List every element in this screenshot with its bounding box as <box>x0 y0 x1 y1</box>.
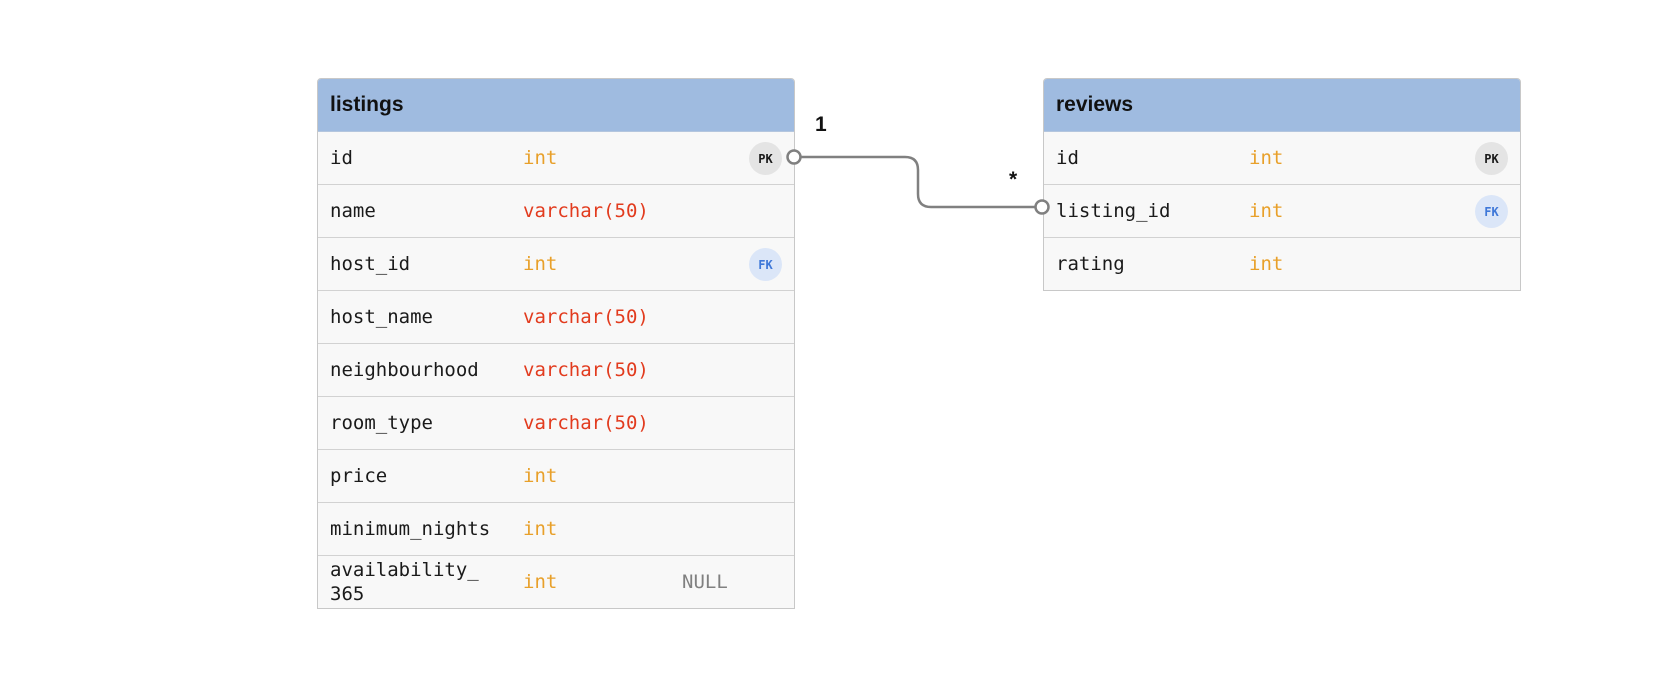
table-header-reviews: reviews <box>1044 79 1520 132</box>
column-row-price[interactable]: price int <box>318 450 794 503</box>
column-row-id[interactable]: id int PK <box>1044 132 1520 185</box>
column-row-host-id[interactable]: host_id int FK <box>318 238 794 291</box>
pk-badge-icon: PK <box>749 142 782 175</box>
table-header-listings: listings <box>318 79 794 132</box>
column-type: varchar(50) <box>523 306 649 328</box>
column-name: host_name <box>330 306 433 328</box>
column-type: int <box>1249 200 1284 222</box>
column-nullable: NULL <box>682 571 728 593</box>
cardinality-many-label: * <box>1009 168 1018 191</box>
column-row-room-type[interactable]: room_type varchar(50) <box>318 397 794 450</box>
column-type: varchar(50) <box>523 412 649 434</box>
column-type: int <box>523 253 558 275</box>
column-name: name <box>330 200 376 222</box>
column-type: varchar(50) <box>523 359 649 381</box>
column-name: host_id <box>330 253 411 275</box>
column-row-availability-365[interactable]: availability_ 365 int NULL <box>318 556 794 608</box>
column-type: int <box>523 465 558 487</box>
pk-badge-icon: PK <box>1475 142 1508 175</box>
column-name: availability_ 365 <box>330 559 479 605</box>
relationship-line <box>800 155 1036 209</box>
column-row-name[interactable]: name varchar(50) <box>318 185 794 238</box>
column-row-neighbourhood[interactable]: neighbourhood varchar(50) <box>318 344 794 397</box>
column-name: rating <box>1056 253 1125 275</box>
column-row-rating[interactable]: rating int <box>1044 238 1520 290</box>
column-name: minimum_nights <box>330 518 491 540</box>
fk-badge-icon: FK <box>1475 195 1508 228</box>
fk-badge-icon: FK <box>749 248 782 281</box>
column-name: price <box>330 465 388 487</box>
column-name: neighbourhood <box>330 359 479 381</box>
column-row-id[interactable]: id int PK <box>318 132 794 185</box>
column-type: varchar(50) <box>523 200 649 222</box>
column-type: int <box>1249 147 1284 169</box>
column-row-minimum-nights[interactable]: minimum_nights int <box>318 503 794 556</box>
column-type: int <box>523 147 558 169</box>
column-name: listing_id <box>1056 200 1171 222</box>
column-name: room_type <box>330 412 433 434</box>
column-row-listing-id[interactable]: listing_id int FK <box>1044 185 1520 238</box>
column-name: id <box>330 147 353 169</box>
column-type: int <box>523 571 558 593</box>
column-row-host-name[interactable]: host_name varchar(50) <box>318 291 794 344</box>
column-type: int <box>523 518 558 540</box>
column-type: int <box>1249 253 1284 275</box>
column-name: id <box>1056 147 1079 169</box>
cardinality-one-label: 1 <box>815 113 827 136</box>
